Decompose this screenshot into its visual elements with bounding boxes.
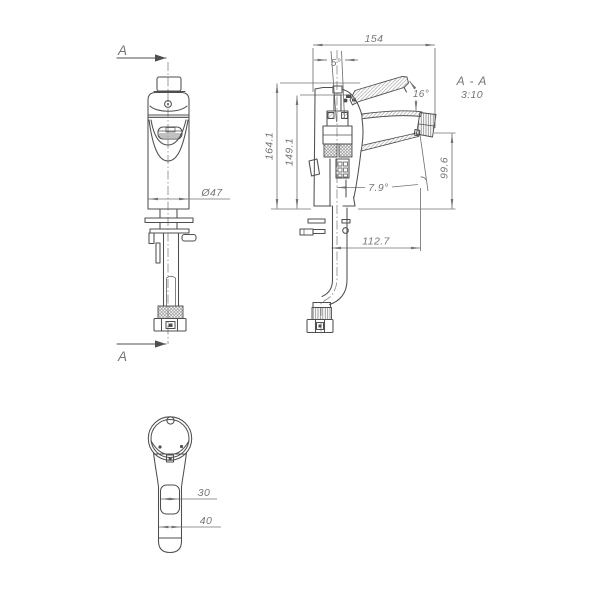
- lever-socket-top: [165, 454, 175, 463]
- aerator-front: [157, 126, 183, 140]
- dim-outlet-reach: 112.7: [331, 188, 421, 251]
- dim-front-diameter-label: Ø47: [200, 187, 223, 199]
- hose-collar: [312, 301, 332, 309]
- check-valve-section: [335, 158, 350, 179]
- hose-nut-front: [153, 317, 187, 332]
- handle-stem-front: [156, 76, 182, 92]
- stream-axis-line: [419, 130, 429, 192]
- spout-top-view: [152, 451, 188, 554]
- dim-total-height: 164.1: [264, 82, 360, 210]
- side-nipple: [181, 233, 197, 242]
- dim-spout-outer-width: 40: [159, 515, 221, 529]
- dim-outlet-reach-label: 112.7: [362, 236, 390, 248]
- dim-spout-inner-width-label: 30: [198, 487, 210, 499]
- handle-pin-front: [164, 100, 172, 108]
- dim-spout-outer-width-label: 40: [200, 515, 212, 527]
- mounting-washer: [307, 218, 326, 224]
- hose-threads-section: [311, 307, 332, 320]
- dim-outlet-height: 99.6: [358, 132, 456, 210]
- dim-outlet-height-label: 99.6: [439, 157, 451, 179]
- supply-hose-section: [306, 205, 348, 334]
- section-view-scale: 3:10: [461, 89, 483, 101]
- cartridge-seal-right: [338, 143, 353, 158]
- base-flange: [144, 217, 194, 224]
- handle-nose-top: [166, 416, 175, 425]
- spout-inner-top: [159, 484, 181, 515]
- dim-spout-inner-width: 30: [161, 487, 217, 501]
- cartridge-seal-left: [323, 143, 338, 158]
- spout-silhouette-inner: [150, 119, 187, 146]
- handle-cap-front: [147, 91, 190, 116]
- dim-outlet-angle: 7.9°: [337, 130, 429, 194]
- dim-body-height: 149.1: [284, 94, 352, 209]
- retaining-clip-section: [308, 158, 321, 177]
- dim-body-height-label: 149.1: [284, 138, 296, 166]
- lever-handle-section: [349, 76, 409, 106]
- dim-lever-angle: 16°: [409, 80, 429, 111]
- cartridge-section: [322, 94, 353, 158]
- mounting-shank-front: [144, 208, 197, 245]
- body-section: [299, 50, 437, 334]
- dim-total-height-label: 164.1: [264, 132, 276, 160]
- dim-outlet-angle-label: 7.9°: [368, 182, 388, 194]
- body-back-and-base: [313, 94, 356, 207]
- section-view-title: A - A: [456, 74, 488, 88]
- section-view: A - A 3:10 154 5° 16° 164.1: [264, 33, 488, 334]
- mounting-nut-small: [342, 227, 349, 234]
- mounting-hardware-section: [299, 218, 351, 236]
- supply-tube-front: [155, 232, 180, 307]
- tube-clip: [155, 242, 161, 264]
- side-tab: [148, 232, 155, 245]
- section-marker-label-top: A: [117, 43, 127, 58]
- body-front: [147, 114, 190, 210]
- hose-threads-front: [157, 305, 184, 319]
- aerator-section: [413, 112, 437, 138]
- dim-overall-length-label: 154: [365, 33, 384, 45]
- lever-pivot-pin: [343, 98, 348, 103]
- water-channel-walls: [329, 158, 347, 207]
- hose-nut-section: [306, 318, 334, 334]
- section-marker-label-bottom: A: [117, 349, 127, 364]
- hose-connector-front: [153, 305, 187, 332]
- section-cut-marker-bottom: A: [116, 340, 167, 364]
- section-centerline: [320, 50, 338, 334]
- top-view: 30 40: [147, 416, 221, 554]
- dim-front-diameter: Ø47: [148, 187, 230, 201]
- section-cut-marker-top: A: [116, 43, 167, 62]
- spout-section: [353, 110, 423, 198]
- spout-silhouette-outer: [148, 119, 189, 162]
- front-view: A Ø47: [116, 43, 230, 364]
- mounting-sleeve: [299, 228, 314, 236]
- dim-lever-angle-label: 16°: [413, 89, 429, 100]
- lock-flange: [149, 228, 190, 234]
- dim-cartridge-tilt-label: 5°: [331, 58, 341, 69]
- handle-top-view: [147, 416, 193, 463]
